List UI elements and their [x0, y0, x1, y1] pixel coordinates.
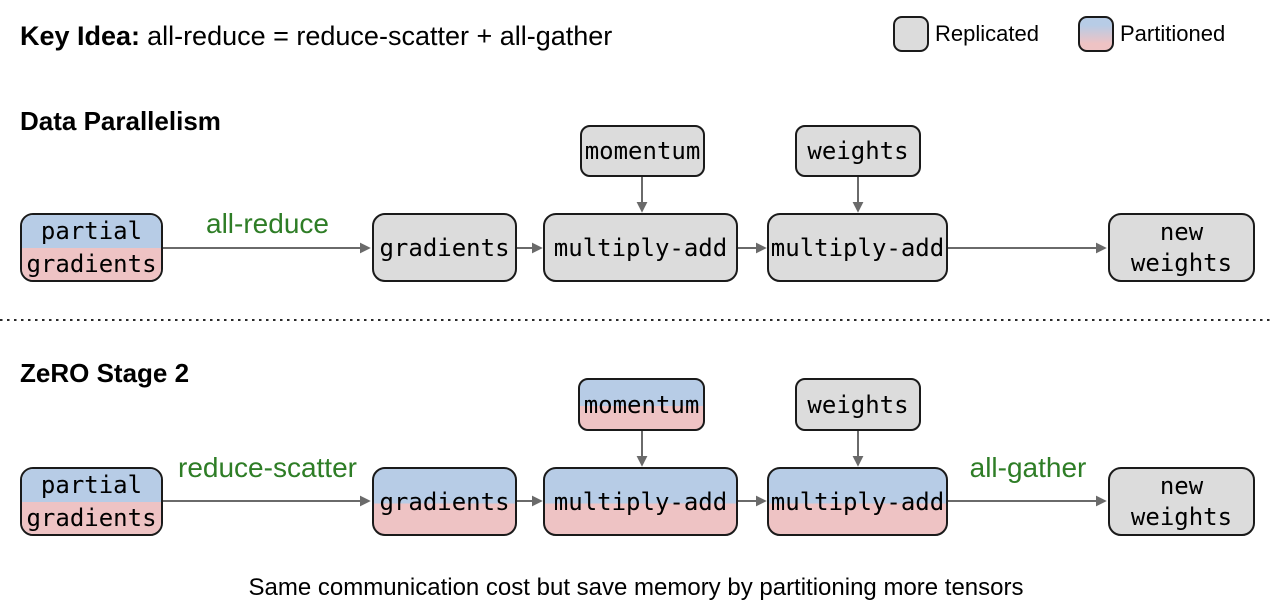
node-multiply-add-2: multiply-add: [767, 467, 948, 536]
section-title-data-parallelism: Data Parallelism: [20, 106, 221, 136]
legend-item-partitioned: Partitioned: [1078, 14, 1225, 54]
node-label: gradients: [379, 487, 510, 516]
node-momentum: momentum: [578, 378, 705, 431]
node-label: multiply-add: [770, 487, 945, 516]
node-label: momentum: [583, 390, 700, 419]
node-label-line2: weights: [1130, 502, 1233, 531]
node-label-line1: partial: [22, 469, 161, 502]
node-label-line2: gradients: [22, 501, 161, 534]
node-label: weights: [807, 390, 909, 419]
node-multiply-add-1: multiply-add: [543, 467, 738, 536]
node-label: multiply-add: [553, 233, 728, 262]
node-label: weights: [807, 137, 909, 165]
node-label: gradients: [379, 233, 510, 262]
node-new-weights: new weights: [1108, 213, 1255, 282]
node-gradients: gradients: [372, 213, 517, 282]
partitioned-swatch-icon: [1078, 16, 1114, 52]
node-label-line2: gradients: [22, 247, 161, 280]
node-label-line1: new: [1159, 471, 1204, 500]
node-label: multiply-add: [770, 233, 945, 262]
node-label-line2: weights: [1130, 248, 1233, 277]
legend-item-replicated: Replicated: [893, 14, 1039, 54]
edge-label-reduce-scatter: reduce-scatter: [178, 452, 357, 483]
edge-label-all-gather: all-gather: [969, 452, 1087, 483]
node-multiply-add-1: multiply-add: [543, 213, 738, 282]
node-weights: weights: [795, 125, 921, 177]
replicated-swatch-icon: [893, 16, 929, 52]
node-new-weights: new weights: [1108, 467, 1255, 536]
legend-label-partitioned: Partitioned: [1120, 21, 1226, 46]
key-idea-label: Key Idea:: [20, 21, 141, 51]
node-gradients: gradients: [372, 467, 517, 536]
key-idea-heading: Key Idea:all-reduce = reduce-scatter + a…: [20, 20, 612, 52]
legend-label-replicated: Replicated: [935, 21, 1039, 46]
node-partial-gradients: partial gradients: [20, 213, 163, 282]
node-label-line1: partial: [22, 215, 161, 248]
node-momentum: momentum: [580, 125, 705, 177]
section-title-zero-stage-2: ZeRO Stage 2: [20, 358, 190, 388]
node-label: multiply-add: [553, 487, 728, 516]
node-weights: weights: [795, 378, 921, 431]
node-label-line1: new: [1159, 217, 1204, 246]
key-idea-text: all-reduce = reduce-scatter + all-gather: [147, 21, 613, 51]
footer-caption: Same communication cost but save memory …: [248, 574, 1024, 601]
node-label: momentum: [584, 137, 701, 165]
node-multiply-add-2: multiply-add: [767, 213, 948, 282]
node-partial-gradients: partial gradients: [20, 467, 163, 536]
edge-label-all-reduce: all-reduce: [206, 208, 329, 239]
